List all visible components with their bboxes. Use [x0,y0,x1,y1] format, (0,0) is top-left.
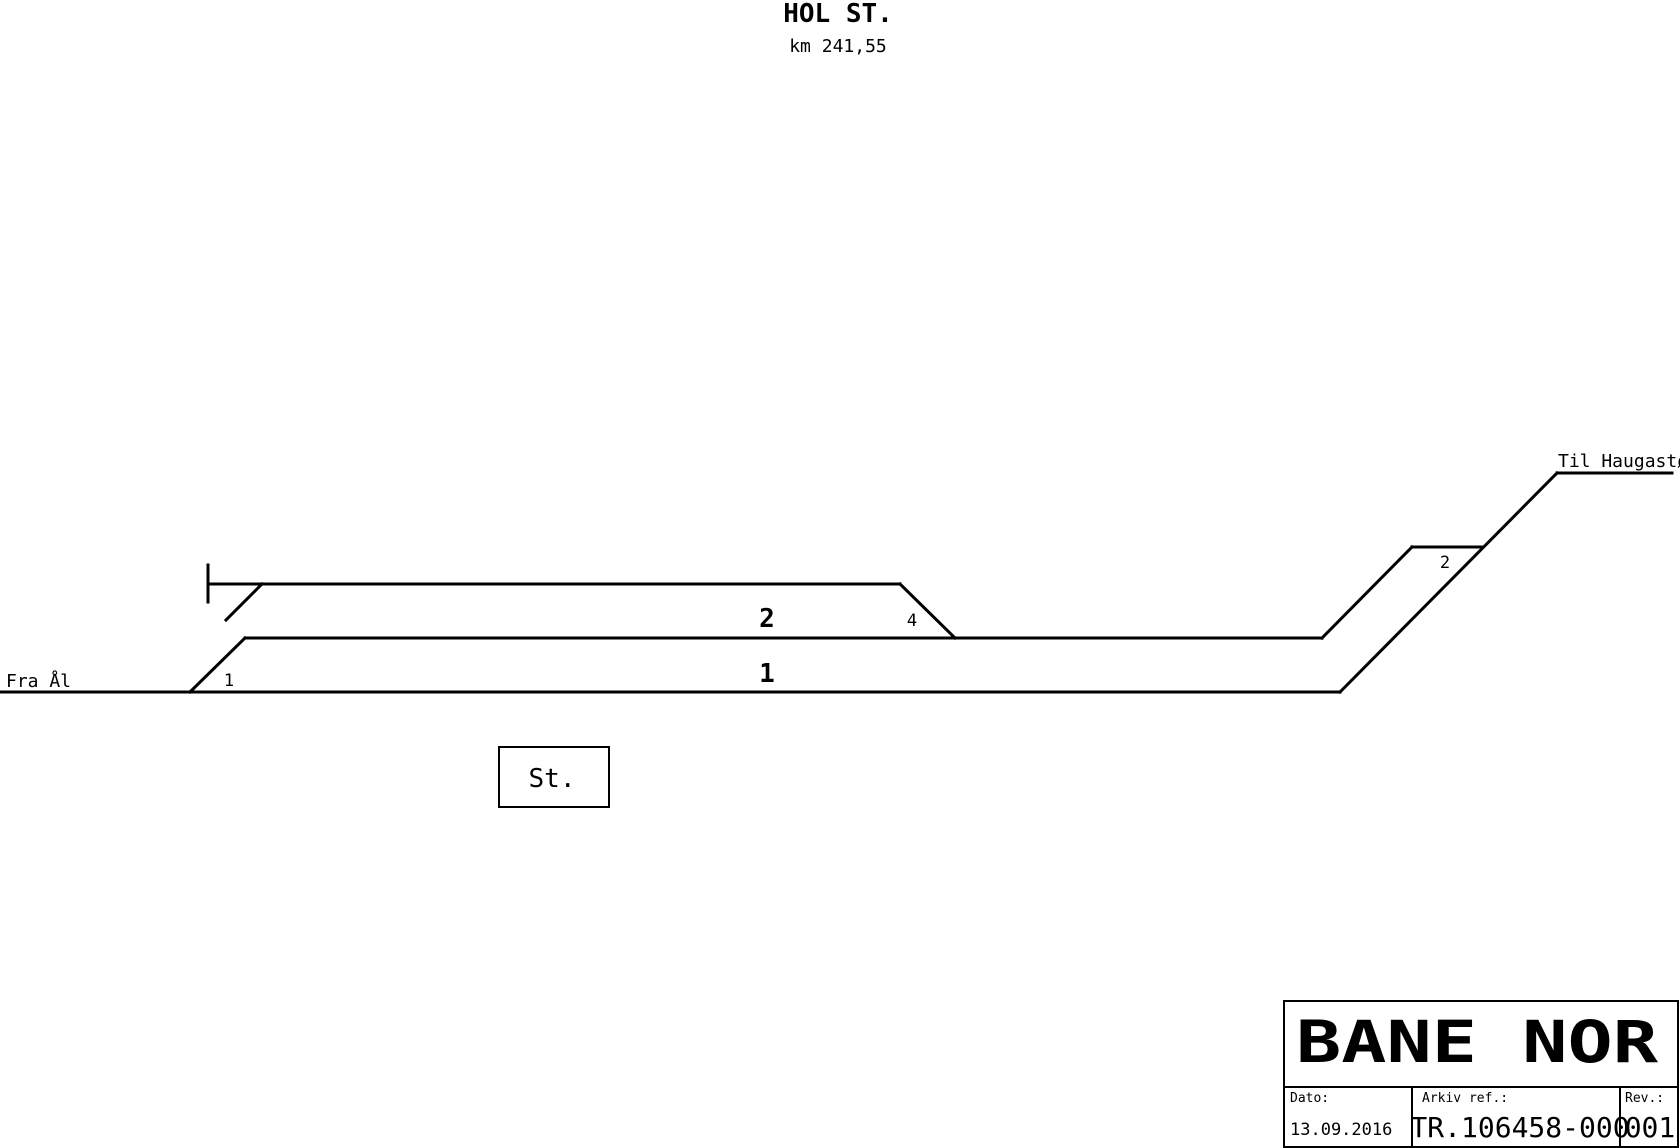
archive-label: Arkiv ref.: [1422,1091,1508,1106]
track-1-number: 1 [759,659,775,689]
rev-value: 001 [1625,1111,1676,1144]
switch-4-diverging [897,581,958,641]
track-2-rising [1319,544,1415,641]
date-label: Dato: [1290,1091,1329,1106]
switch-2-number: 2 [1440,553,1450,573]
rev-label: Rev.: [1625,1091,1664,1106]
switch-1-diverging [187,635,248,695]
switch-4-number: 4 [907,611,917,631]
label-fra-al: Fra Ål [6,670,71,692]
mainline-to-haugastol [1337,470,1560,695]
title-block-frame [1283,1000,1679,1148]
station-title: HOL ST. [783,0,893,29]
station-km: km 241,55 [789,36,887,57]
station-building-label: St. [529,764,576,794]
label-til-haugastol: Til Haugastøl [1558,451,1680,472]
archive-value: TR.106458-000 [1410,1111,1629,1144]
date-value: 13.09.2016 [1290,1120,1392,1140]
station-building [498,746,610,808]
track-2-number: 2 [759,604,775,634]
title-block: BANE NOR Dato: 13.09.2016 Arkiv ref.: TR… [1283,1000,1679,1148]
switch-1-number: 1 [224,671,234,691]
siding-tail [223,581,265,623]
bane-nor-logo: BANE NOR [1296,1008,1658,1076]
